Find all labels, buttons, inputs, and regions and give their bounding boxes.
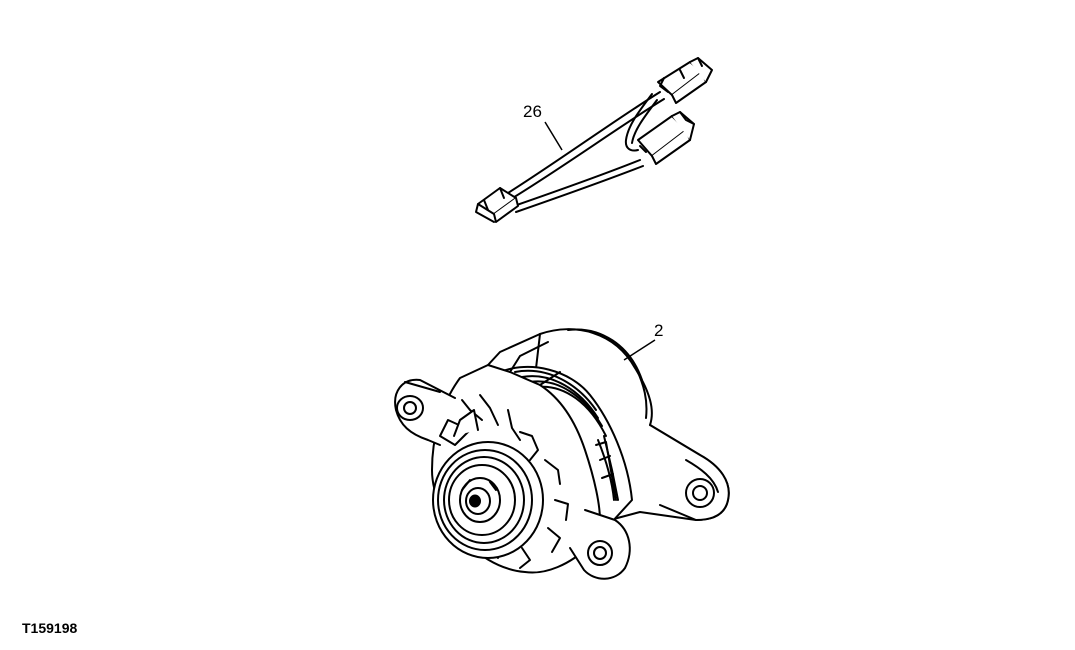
- connector-upper: [658, 58, 712, 103]
- leader-line-26: [545, 122, 562, 150]
- callout-2: 2: [654, 321, 664, 340]
- pulley: [433, 442, 543, 558]
- mount-ear-rear: [650, 425, 729, 520]
- figure-id: T159198: [22, 620, 78, 636]
- alternator: [395, 329, 729, 579]
- leader-line-2: [624, 340, 655, 360]
- mount-ear-front: [395, 380, 455, 445]
- harness-wires: [508, 92, 664, 212]
- mount-ear-lower: [570, 510, 630, 579]
- callout-26: 26: [523, 102, 542, 121]
- wiring-harness: [476, 58, 712, 222]
- connector-middle: [638, 112, 694, 164]
- connector-left: [476, 188, 518, 222]
